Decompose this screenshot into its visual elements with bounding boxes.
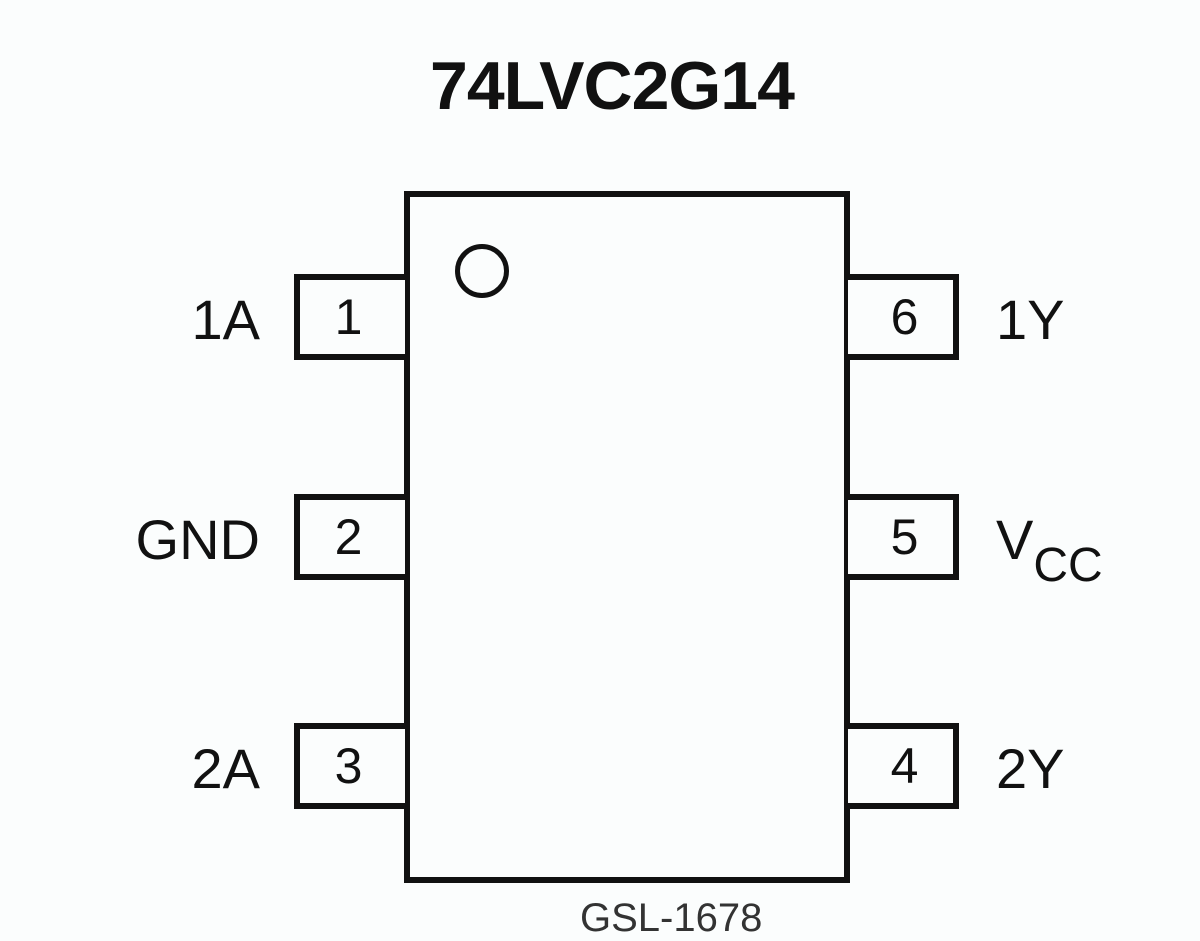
pin-number: 1: [334, 289, 363, 345]
figure-id-partial: GSL-1678: [580, 896, 763, 940]
pin-4: 4: [848, 723, 959, 809]
pin-6: 6: [848, 274, 959, 360]
pin-label-2a: 2A: [191, 737, 261, 800]
pin-number: 5: [890, 509, 919, 565]
device-title: 74LVC2G14: [430, 48, 795, 124]
pin-label-1y: 1Y: [996, 288, 1065, 351]
pinout-diagram: 74LVC2G14 1 1A 2 GND 3 2A 6 1Y 5 VCC 4 2…: [135, 48, 1103, 940]
pin-label-vcc: VCC: [996, 512, 1103, 590]
pin-label-2y: 2Y: [996, 737, 1065, 800]
package-outline: [404, 191, 850, 883]
pin-number: 3: [334, 738, 363, 794]
pin-number: 4: [890, 738, 919, 794]
pin-number: 6: [890, 289, 919, 345]
vcc-subscript: CC: [1033, 539, 1103, 592]
pin-number: 2: [334, 509, 363, 565]
pin-label-1a: 1A: [191, 288, 261, 351]
pin1-indicator-icon: [455, 244, 509, 298]
pin-label-gnd: GND: [135, 508, 260, 571]
pin-3: 3: [294, 723, 405, 809]
pin-5: 5: [848, 494, 959, 580]
pin-1: 1: [294, 274, 405, 360]
vcc-main: V: [996, 508, 1034, 571]
pin-2: 2: [294, 494, 405, 580]
